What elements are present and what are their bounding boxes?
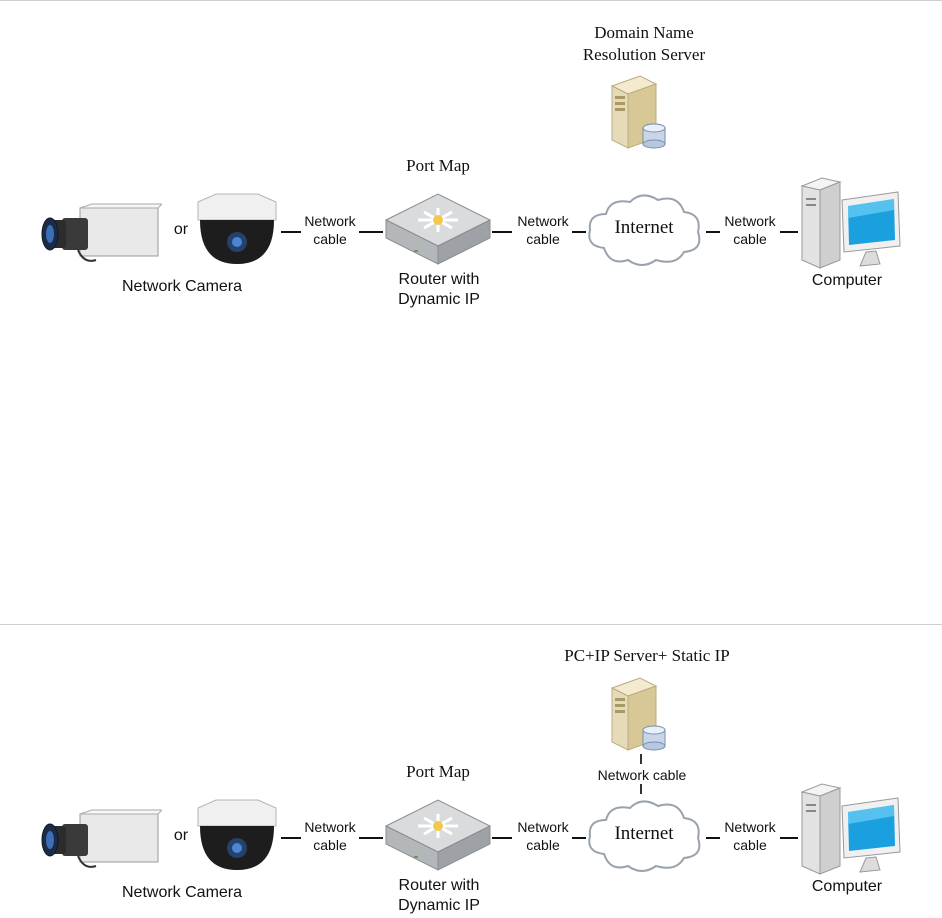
cable-label-line1: Network bbox=[304, 213, 356, 229]
network-camera-label: Network Camera bbox=[121, 884, 243, 901]
middle-divider bbox=[0, 624, 942, 625]
cable-line-internet-right bbox=[780, 231, 798, 233]
cable-label-line2: cable bbox=[733, 837, 767, 853]
cable-label-line2: cable bbox=[526, 231, 560, 247]
cable-label-line2: cable bbox=[526, 837, 560, 853]
cable-line-camera-right bbox=[359, 231, 383, 233]
server-title: Domain Name Resolution Server bbox=[544, 22, 744, 66]
cable-label-router-internet: Network cable bbox=[511, 212, 575, 248]
server-icon bbox=[610, 677, 666, 751]
cable-line-internet-left bbox=[706, 837, 720, 839]
cable-line-router-left bbox=[492, 231, 512, 233]
dome-camera-icon bbox=[197, 799, 277, 870]
or-label: or bbox=[173, 827, 189, 844]
cable-label-line1: Network bbox=[724, 819, 776, 835]
router-icon bbox=[384, 193, 492, 265]
network-camera-label: Network Camera bbox=[121, 278, 243, 295]
server-cable-label: Network cable bbox=[597, 767, 687, 783]
router-label-line2: Dynamic IP bbox=[398, 291, 480, 308]
cable-label-line2: cable bbox=[733, 231, 767, 247]
box-camera-icon bbox=[41, 203, 162, 262]
computer-label: Computer bbox=[811, 878, 883, 895]
port-map-label: Port Map bbox=[406, 762, 470, 781]
cable-line-camera-left bbox=[281, 837, 301, 839]
computer-label: Computer bbox=[811, 272, 883, 289]
server-icon bbox=[610, 75, 666, 149]
top-divider bbox=[0, 0, 942, 1]
router-icon bbox=[384, 799, 492, 871]
internet-label: Internet bbox=[614, 217, 674, 238]
internet-label: Internet bbox=[614, 823, 674, 844]
cable-label-internet-computer: Network cable bbox=[718, 212, 782, 248]
port-map-label: Port Map bbox=[406, 156, 470, 175]
router-label-line2: Dynamic IP bbox=[398, 897, 480, 914]
cable-line-camera-left bbox=[281, 231, 301, 233]
dome-camera-icon bbox=[197, 193, 277, 264]
server-title: PC+IP Server+ Static IP bbox=[564, 646, 730, 665]
cable-label-line1: Network bbox=[517, 213, 569, 229]
cable-line-router-right bbox=[572, 231, 586, 233]
server-cable-line-top bbox=[640, 754, 642, 764]
router-label: Router with Dynamic IP bbox=[372, 876, 506, 916]
server-cable-line-bottom bbox=[640, 784, 642, 794]
cable-line-internet-right bbox=[780, 837, 798, 839]
cable-label-line1: Network bbox=[724, 213, 776, 229]
cable-label-line2: cable bbox=[313, 837, 347, 853]
router-label-line1: Router with bbox=[398, 271, 480, 288]
box-camera-icon bbox=[41, 809, 162, 868]
server-title-line2: Resolution Server bbox=[582, 45, 706, 64]
cable-line-router-left bbox=[492, 837, 512, 839]
cable-label-line1: Network bbox=[517, 819, 569, 835]
cable-label-camera-router: Network cable bbox=[299, 818, 361, 854]
diagram-dynamic-ip: Domain Name Resolution Server or Network bbox=[0, 0, 942, 308]
cable-label-line2: cable bbox=[313, 231, 347, 247]
cable-label-router-internet: Network cable bbox=[511, 818, 575, 854]
cable-label-camera-router: Network cable bbox=[299, 212, 361, 248]
computer-icon bbox=[800, 783, 901, 875]
computer-icon bbox=[800, 177, 901, 269]
cable-line-internet-left bbox=[706, 231, 720, 233]
cable-line-camera-right bbox=[359, 837, 383, 839]
cloud-icon bbox=[588, 194, 701, 266]
router-label-line1: Router with bbox=[398, 877, 480, 894]
or-label: or bbox=[173, 221, 189, 238]
cable-label-line1: Network bbox=[304, 819, 356, 835]
cable-label-internet-computer: Network cable bbox=[718, 818, 782, 854]
router-label: Router with Dynamic IP bbox=[372, 270, 506, 310]
diagram-static-ip: PC+IP Server+ Static IP Network cable or… bbox=[0, 606, 942, 914]
cloud-icon bbox=[588, 800, 701, 872]
cable-line-router-right bbox=[572, 837, 586, 839]
server-title-line1: Domain Name bbox=[594, 23, 694, 42]
